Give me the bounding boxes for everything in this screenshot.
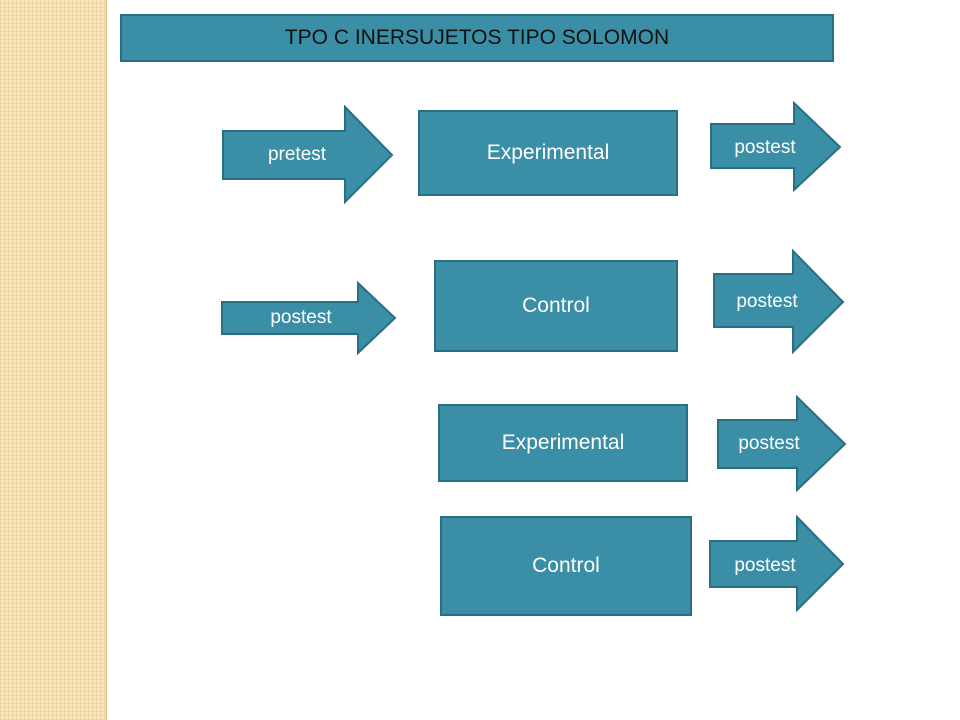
arrow-shape xyxy=(717,394,847,493)
arrow-shape xyxy=(713,248,845,355)
arrow-label: postest xyxy=(734,555,796,576)
group-label: Experimental xyxy=(501,431,625,454)
group-label: Control xyxy=(532,554,600,577)
arrow-label: pretest xyxy=(267,144,327,165)
arrow-postest-group-3: postest xyxy=(717,394,847,493)
diagram-title: TPO C INERSUJETOS TIPO SOLOMON xyxy=(120,14,834,62)
arrow-postest-left-group-2: postest xyxy=(221,280,397,356)
arrow-shape xyxy=(709,514,845,613)
group-1-box: Experimental xyxy=(418,110,678,196)
arrow-label: postest xyxy=(734,137,796,158)
arrow-pretest-group-1: pretest xyxy=(222,104,394,205)
diagram-title-text: TPO C INERSUJETOS TIPO SOLOMON xyxy=(284,26,670,49)
arrow-postest-group-2: postest xyxy=(713,248,845,355)
group-label: Control xyxy=(522,294,590,317)
group-2-box: Control xyxy=(434,260,678,352)
group-label: Experimental xyxy=(486,141,610,164)
arrow-label: postest xyxy=(738,433,800,454)
group-4-box: Control xyxy=(440,516,692,616)
decorative-side-strip xyxy=(0,0,107,720)
arrow-postest-group-1: postest xyxy=(710,100,842,193)
arrow-label: postest xyxy=(270,307,332,328)
arrow-shape xyxy=(222,104,394,205)
arrow-shape xyxy=(710,100,842,193)
arrow-label: postest xyxy=(736,291,798,312)
arrow-shape xyxy=(221,280,397,356)
group-3-box: Experimental xyxy=(438,404,688,482)
arrow-postest-group-4: postest xyxy=(709,514,845,613)
